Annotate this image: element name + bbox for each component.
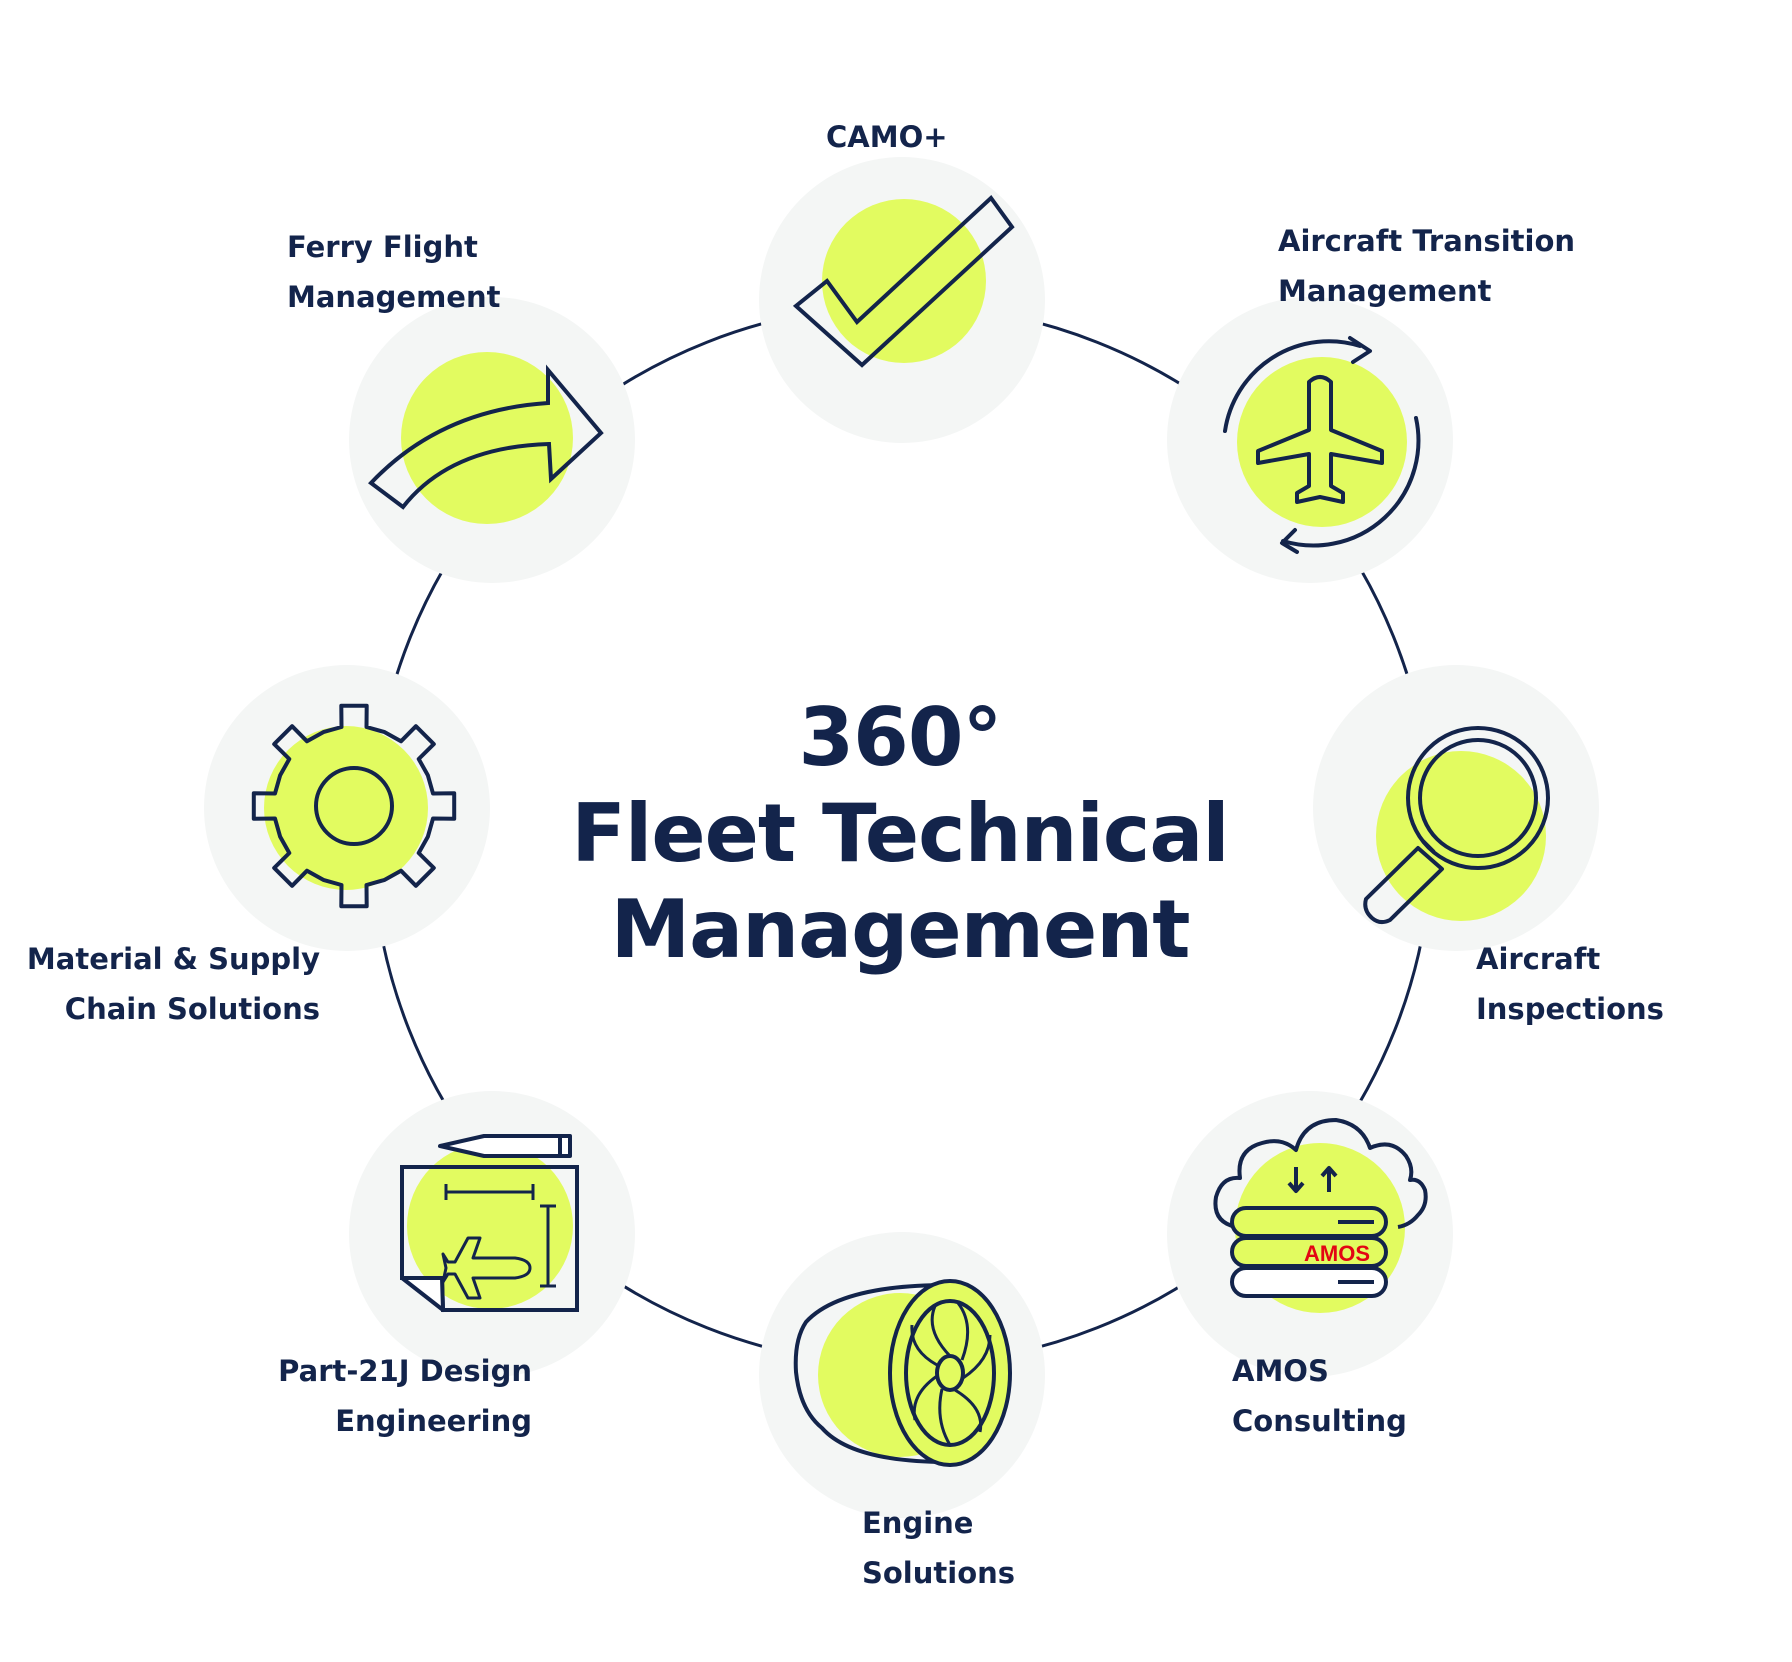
label-material: Material & Supply Chain Solutions xyxy=(20,934,320,1034)
halo-group xyxy=(204,157,1599,1518)
page-title: 360° Fleet Technical Management xyxy=(560,690,1240,978)
label-engine-line-2: Solutions xyxy=(862,1556,1016,1590)
title-line-2: Fleet Technical xyxy=(571,787,1229,880)
label-engine: Engine Solutions xyxy=(862,1498,1015,1598)
amos-badge: AMOS xyxy=(1304,1241,1370,1266)
label-transition-line-1: Aircraft Transition xyxy=(1278,224,1576,258)
label-amos: AMOS Consulting xyxy=(1232,1346,1407,1446)
engine-icon xyxy=(793,1279,1012,1467)
label-ferry-line-1: Ferry Flight xyxy=(287,230,478,264)
label-inspections-line-2: Inspections xyxy=(1476,992,1664,1026)
label-amos-line-1: AMOS xyxy=(1232,1354,1329,1388)
title-line-3: Management xyxy=(610,883,1191,976)
label-transition: Aircraft Transition Management xyxy=(1278,216,1575,316)
checkmark-icon xyxy=(792,195,1015,368)
label-inspections: Aircraft Inspections xyxy=(1476,934,1664,1034)
label-ferry-line-2: Management xyxy=(287,280,501,314)
label-transition-line-2: Management xyxy=(1278,274,1492,308)
label-part21j: Part-21J Design Engineering xyxy=(230,1346,532,1446)
label-amos-line-2: Consulting xyxy=(1232,1404,1407,1438)
label-engine-line-1: Engine xyxy=(862,1506,974,1540)
title-line-1: 360° xyxy=(798,691,1003,784)
airplane-cycle-icon xyxy=(1223,336,1421,554)
label-part21j-line-2: Engineering xyxy=(335,1404,532,1438)
label-ferry: Ferry Flight Management xyxy=(287,222,500,322)
blueprint-icon xyxy=(400,1134,579,1312)
gear-icon xyxy=(251,703,457,909)
magnifier-icon xyxy=(1363,726,1550,925)
arrow-icon xyxy=(368,352,604,524)
cloud-server-icon xyxy=(1213,1118,1428,1313)
label-material-line-1: Material & Supply xyxy=(26,942,320,976)
label-camo-line: CAMO+ xyxy=(826,120,948,154)
label-camo: CAMO+ xyxy=(826,112,948,162)
label-part21j-line-1: Part-21J Design xyxy=(278,1354,532,1388)
label-material-line-2: Chain Solutions xyxy=(64,992,320,1026)
label-inspections-line-1: Aircraft xyxy=(1476,942,1601,976)
